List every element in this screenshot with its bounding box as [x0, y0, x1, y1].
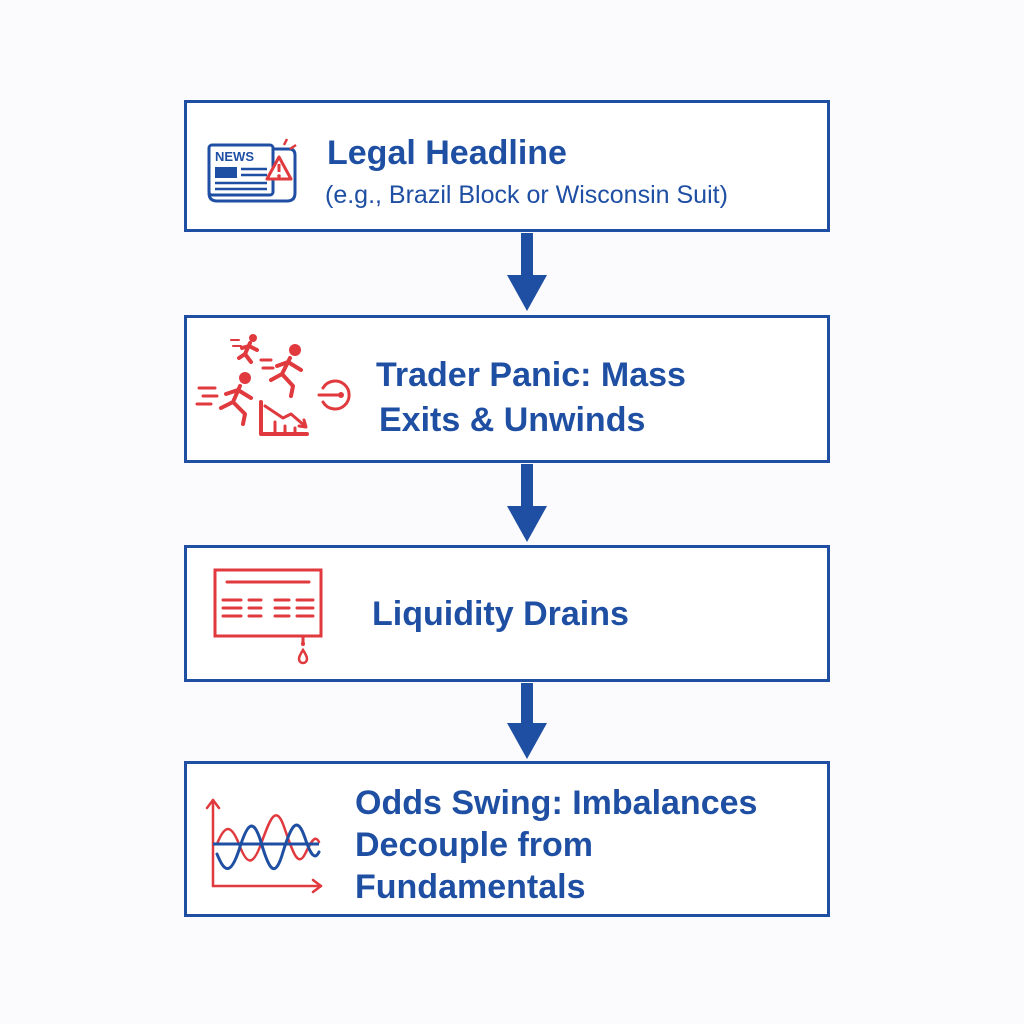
step-odds-swing: Odds Swing: Imbalances Decouple from Fun…	[184, 761, 830, 917]
step-2-title-line-1: Trader Panic: Mass	[376, 356, 686, 394]
step-legal-headline: NEWS Legal Headline (e.g., Brazil Block …	[184, 100, 830, 232]
step-2-title-line-2: Exits & Unwinds	[379, 401, 646, 439]
flow-arrow-3	[507, 683, 547, 759]
flow-arrow-1	[507, 233, 547, 311]
step-4-title-line-2: Decouple from	[355, 826, 594, 864]
step-3-title: Liquidity Drains	[372, 595, 629, 633]
step-1-title: Legal Headline	[327, 134, 567, 172]
step-trader-panic: Trader Panic: Mass Exits & Unwinds	[184, 315, 830, 463]
step-liquidity-drains: Liquidity Drains	[184, 545, 830, 682]
newspaper-warning-icon: NEWS	[207, 138, 297, 203]
oscillating-chart-icon	[205, 798, 323, 894]
step-4-title-line-1: Odds Swing: Imbalances	[355, 784, 758, 822]
draining-order-book-icon	[213, 568, 323, 665]
flow-arrow-2	[507, 464, 547, 542]
running-traders-icon	[195, 334, 351, 436]
step-4-title-line-3: Fundamentals	[355, 868, 586, 906]
news-label: NEWS	[215, 149, 254, 164]
step-1-subtitle: (e.g., Brazil Block or Wisconsin Suit)	[325, 181, 728, 209]
